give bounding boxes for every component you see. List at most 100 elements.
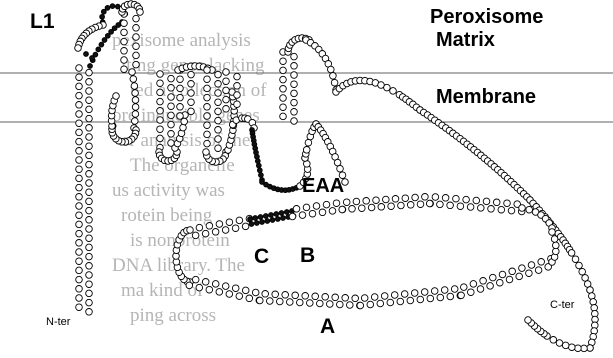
eaa-residue [256,163,261,168]
helix-residue-b [463,196,470,203]
helix-residue-tm1 [86,171,93,178]
helix-residue-tm1 [86,115,93,122]
helix-residue-tm4 [188,99,195,106]
helix-residue-tm6 [234,73,241,80]
helix-residue-tm3 [168,94,175,101]
helix-residue-tm1 [86,207,93,214]
helix-residue-tm1 [76,120,83,127]
helix-residue-a [352,295,359,302]
peroxisome-matrix-label: Peroxisome Matrix [430,6,543,52]
helix-residue-a [407,297,414,304]
helix-residue-a [451,286,458,293]
helix-residue-tm1 [76,129,83,136]
helix-residue-tm1 [76,65,83,72]
helix-residue-b [493,199,500,206]
helix-residue-tm5 [204,104,211,111]
loop-residue [556,340,563,347]
helix-residue-tm1 [86,143,93,150]
helix-residue-tm6 [223,69,230,76]
highlighted-helix-residue [249,222,254,227]
helix-residue-tm1 [76,74,83,81]
highlighted-helix-residue [253,216,258,221]
helix-residue-tm1 [76,138,83,145]
helix-residue-b [398,202,405,209]
highlighted-helix-residue [284,210,289,215]
helix-residue-a [458,292,465,299]
helix-residue-a [322,294,329,301]
helix-residue-a [202,279,209,286]
helix-residue-a [509,268,516,275]
helix-residue-a [242,287,249,294]
region-a-label: A [320,315,335,339]
helix-residue-tm4 [177,85,184,92]
highlighted-helix-residue [254,221,259,226]
helix-residue-tm7 [291,53,298,60]
helix-residue-b [437,201,444,208]
helix-residue-tm5 [215,81,222,88]
helix-residue-tm1 [76,212,83,219]
helix-residue-a [470,281,477,288]
loop-residue [526,206,533,213]
helix-residue-tm1 [86,198,93,205]
helix-residue-a [332,294,339,301]
helix-residue-tm2 [121,20,128,27]
helix-residue-tm1 [86,79,93,86]
helix-residue-tm3 [168,85,175,92]
helix-residue-tm2 [121,29,128,36]
helix-residue-a [287,299,294,306]
helix-residue-tm5 [204,131,211,138]
helix-residue-b [422,194,429,201]
helix-residue-tm5 [215,99,222,106]
loop-residue [549,229,556,236]
loop-residue [180,124,187,131]
helix-residue-tm3 [168,131,175,138]
helix-residue-a [272,291,279,298]
loop-residue [132,118,139,125]
helix-residue-b [388,203,395,210]
helix-residue-tm1 [86,299,93,306]
loop-residue [330,73,337,80]
helix-residue-a [262,291,269,298]
helix-residue-a [277,298,284,305]
helix-residue-b [319,209,326,216]
helix-residue-tm5 [204,67,211,74]
highlighted-helix-residue [274,212,279,217]
helix-residue-a [387,299,394,306]
helix-residue-b [483,198,490,205]
helix-residue-tm2 [121,57,128,64]
loop-residue [203,149,210,156]
helix-residue-a [477,286,484,293]
helix-residue-c [196,224,203,231]
helix-residue-b [508,207,515,214]
helix-residue-tm1 [76,83,83,90]
helix-residue-tm3 [168,112,175,119]
helix-residue-a [431,288,438,295]
helix-residue-a [381,293,388,300]
helix-residue-a [312,293,319,300]
helix-residue-tm1 [76,221,83,228]
helix-residue-tm1 [86,125,93,132]
helix-residue-tm1 [86,272,93,279]
helix-residue-a [232,285,239,292]
helix-residue-a [411,290,418,297]
loop-residue [576,262,583,269]
helix-residue-b [349,206,356,213]
loop-residue [331,79,338,86]
helix-residue-tm5 [204,85,211,92]
loop-residue [132,90,139,97]
helix-residue-a [506,276,513,283]
helix-residue-tm2 [121,66,128,73]
helix-residue-tm5 [204,76,211,83]
loop-residue [562,342,569,349]
loop-residue [572,256,579,263]
helix-residue-a [267,298,274,305]
helix-residue-tm7 [280,95,287,102]
helix-residue-tm7 [291,99,298,106]
n-terminus-label: N-ter [46,316,70,328]
helix-residue-a [307,300,314,307]
loop-l1-label: L1 [30,10,55,34]
matrix-label-line1: Peroxisome [430,6,543,29]
loop-residue [130,76,137,83]
helix-residue-tm5 [204,122,211,129]
